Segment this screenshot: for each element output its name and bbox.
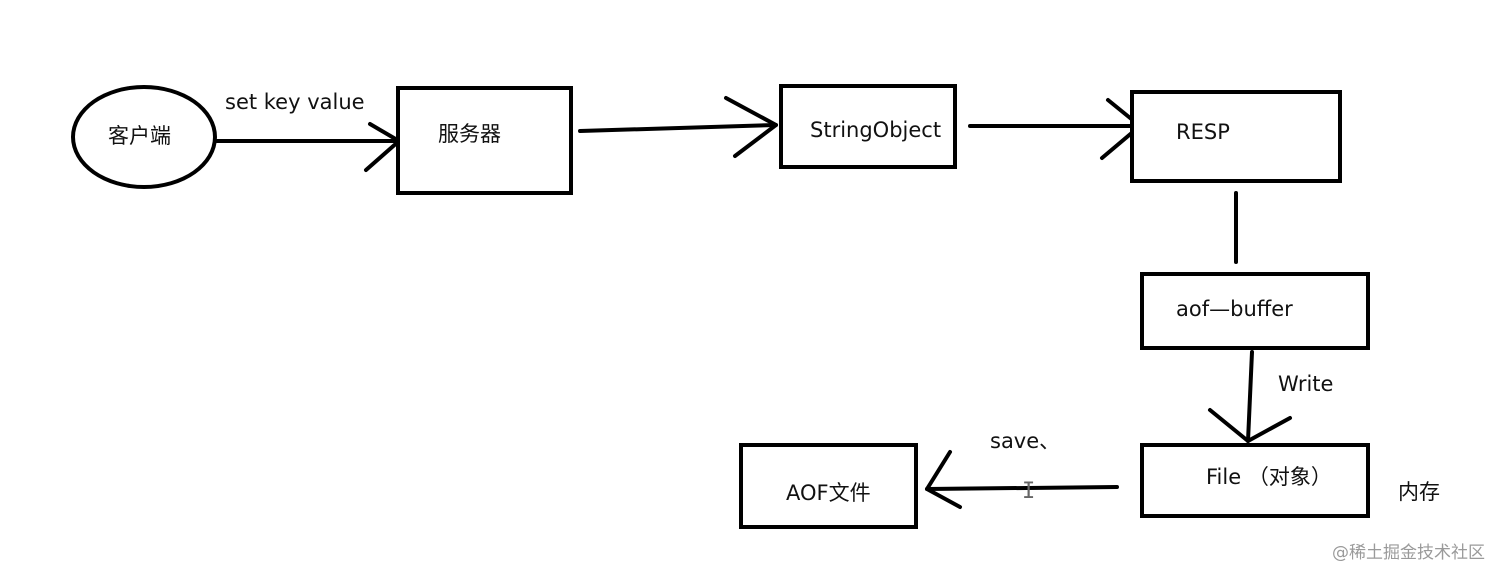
server-node xyxy=(396,86,573,195)
server-label: 服务器 xyxy=(438,122,501,146)
file-object-node xyxy=(1140,443,1370,518)
client-label: 客户端 xyxy=(108,124,171,148)
stringobject-label: StringObject xyxy=(810,118,942,142)
aofbuffer-node xyxy=(1140,272,1370,350)
save-label: save、 xyxy=(990,429,1061,453)
set-key-value-label: set key value xyxy=(225,90,365,114)
watermark: @稀土掘金技术社区 xyxy=(1332,543,1485,563)
client-node xyxy=(71,85,217,189)
text-cursor-icon: I xyxy=(1022,479,1036,504)
edge-file-to-aoffile xyxy=(925,485,1119,491)
edge-aofbuffer-to-file xyxy=(1246,350,1254,443)
arrowhead-client-to-server xyxy=(364,122,401,172)
arrowhead-file-to-aoffile xyxy=(925,450,962,509)
aof-file-label: AOF文件 xyxy=(786,481,871,505)
resp-node xyxy=(1130,90,1342,183)
write-label: Write xyxy=(1278,372,1334,396)
arrowhead-aofbuffer-to-file xyxy=(1208,408,1292,443)
file-object-label: File （对象） xyxy=(1206,465,1332,489)
resp-label: RESP xyxy=(1176,120,1230,144)
edge-server-to-stringobject xyxy=(578,123,778,133)
aof-file-node xyxy=(739,443,918,529)
arrowhead-server-to-stringobject xyxy=(724,96,778,158)
stringobject-node xyxy=(779,84,957,169)
memory-annotation: 内存 xyxy=(1398,480,1440,504)
aofbuffer-label: aof—buffer xyxy=(1176,297,1293,321)
